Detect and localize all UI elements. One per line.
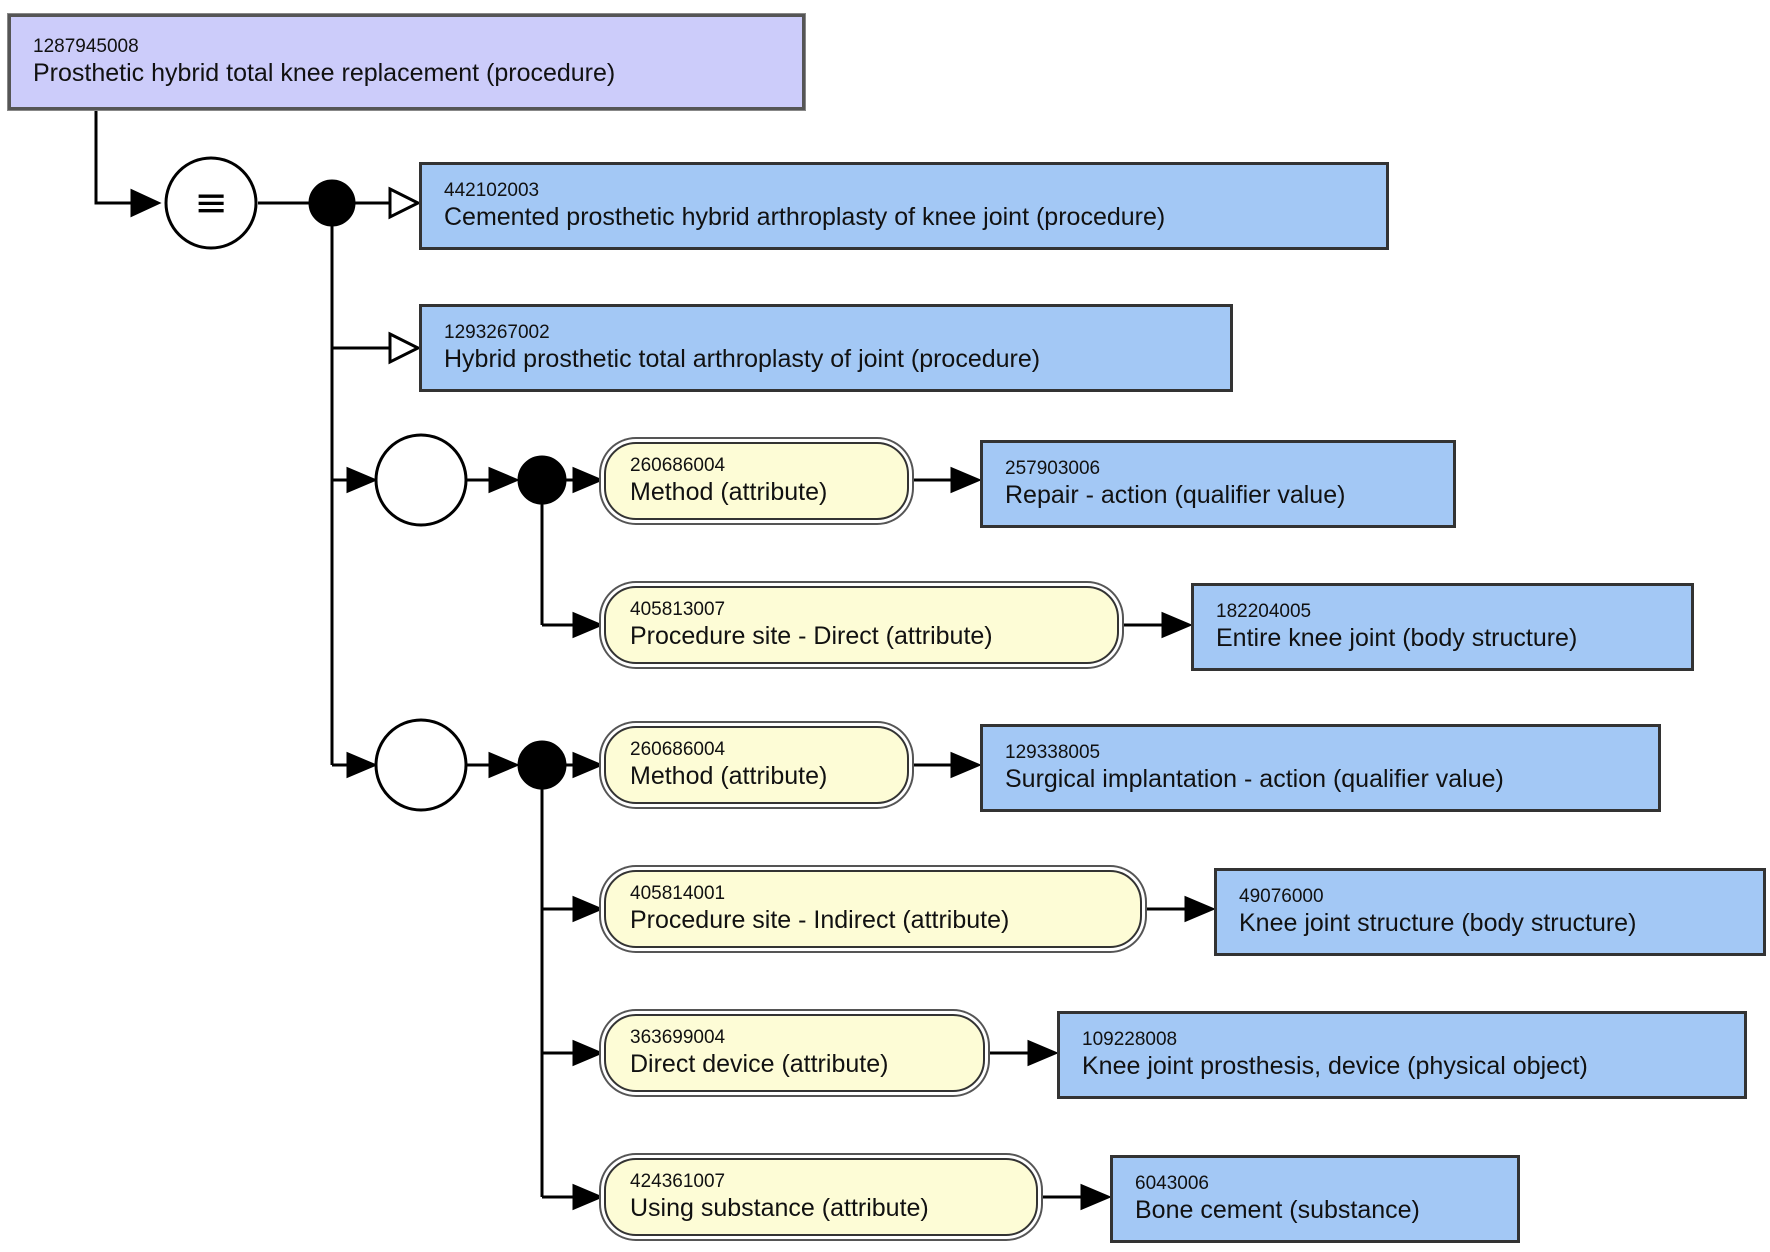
arrowhead	[1080, 1183, 1112, 1211]
attribute-sctid: 260686004	[630, 455, 726, 476]
arrowhead	[346, 751, 378, 779]
attribute-sctid: 405814001	[630, 883, 726, 904]
concept-term: Bone cement (substance)	[1135, 1196, 1420, 1224]
concept-term: Cemented prosthetic hybrid arthroplasty …	[444, 203, 1166, 231]
concept-sctid: 129338005	[1005, 742, 1101, 763]
concept-sctid: 49076000	[1239, 886, 1324, 907]
attribute-term: Using substance (attribute)	[630, 1194, 929, 1222]
concept-term: Knee joint structure (body structure)	[1239, 909, 1637, 937]
connector-line	[94, 110, 158, 205]
arrowhead	[1161, 611, 1193, 639]
definition-status-node	[164, 156, 258, 250]
attribute-sctid: 363699004	[630, 1027, 726, 1048]
attribute-box[interactable]: 260686004 Method (attribute)	[604, 726, 909, 804]
arrowhead	[488, 751, 520, 779]
attribute-value-box[interactable]: 49076000 Knee joint structure (body stru…	[1214, 868, 1766, 956]
concept-term: Knee joint prosthesis, device (physical …	[1082, 1052, 1588, 1080]
concept-term: Entire knee joint (body structure)	[1216, 624, 1578, 652]
attribute-box[interactable]: 405814001 Procedure site - Indirect (att…	[604, 870, 1142, 948]
concept-term: Surgical implantation - action (qualifie…	[1005, 765, 1504, 793]
arrowhead	[572, 751, 604, 779]
attribute-term: Method (attribute)	[630, 478, 828, 506]
concept-sctid: 109228008	[1082, 1029, 1178, 1050]
concept-sctid: 257903006	[1005, 458, 1101, 479]
equivalent-icon: ≡	[194, 180, 228, 226]
attribute-value-box[interactable]: 109228008 Knee joint prosthesis, device …	[1057, 1011, 1747, 1099]
focus-concept-box[interactable]: 1287945008 Prosthetic hybrid total knee …	[8, 14, 805, 110]
concept-sctid: 1287945008	[33, 36, 139, 57]
parent-concept-box[interactable]: 442102003 Cemented prosthetic hybrid art…	[419, 162, 1389, 250]
arrowhead	[572, 611, 604, 639]
concept-term: Repair - action (qualifier value)	[1005, 481, 1346, 509]
attribute-value-box[interactable]: 257903006 Repair - action (qualifier val…	[980, 440, 1456, 528]
attribute-term: Direct device (attribute)	[630, 1050, 889, 1078]
arrowhead	[130, 188, 162, 218]
parent-concept-box[interactable]: 1293267002 Hybrid prosthetic total arthr…	[419, 304, 1233, 392]
attribute-box[interactable]: 424361007 Using substance (attribute)	[604, 1158, 1038, 1236]
arrowhead	[572, 895, 604, 923]
attribute-sctid: 405813007	[630, 599, 726, 620]
attribute-box[interactable]: 405813007 Procedure site - Direct (attri…	[604, 586, 1119, 664]
attribute-value-box[interactable]: 6043006 Bone cement (substance)	[1110, 1155, 1520, 1243]
arrowhead	[1184, 895, 1216, 923]
attribute-sctid: 260686004	[630, 739, 726, 760]
concept-sctid: 442102003	[444, 180, 540, 201]
arrowhead	[488, 466, 520, 494]
concept-sctid: 6043006	[1135, 1173, 1209, 1194]
arrowhead	[950, 466, 982, 494]
attribute-value-box[interactable]: 129338005 Surgical implantation - action…	[980, 724, 1661, 812]
attribute-sctid: 424361007	[630, 1171, 726, 1192]
arrowhead	[1027, 1039, 1059, 1067]
role-group-node	[374, 718, 468, 812]
attribute-box[interactable]: 260686004 Method (attribute)	[604, 442, 909, 520]
role-group-node	[374, 433, 468, 527]
attribute-term: Procedure site - Direct (attribute)	[630, 622, 993, 650]
isa-arrowhead	[388, 186, 422, 220]
arrowhead	[572, 1039, 604, 1067]
arrowhead	[346, 466, 378, 494]
concept-term: Hybrid prosthetic total arthroplasty of …	[444, 345, 1041, 373]
attribute-term: Method (attribute)	[630, 762, 828, 790]
attribute-value-box[interactable]: 182204005 Entire knee joint (body struct…	[1191, 583, 1694, 671]
arrowhead	[572, 1183, 604, 1211]
isa-arrowhead	[388, 331, 422, 365]
concept-sctid: 1293267002	[444, 322, 550, 343]
attribute-term: Procedure site - Indirect (attribute)	[630, 906, 1010, 934]
concept-sctid: 182204005	[1216, 601, 1312, 622]
attribute-box[interactable]: 363699004 Direct device (attribute)	[604, 1014, 985, 1092]
concept-term: Prosthetic hybrid total knee replacement…	[33, 59, 616, 87]
arrowhead	[950, 751, 982, 779]
arrowhead	[572, 466, 604, 494]
